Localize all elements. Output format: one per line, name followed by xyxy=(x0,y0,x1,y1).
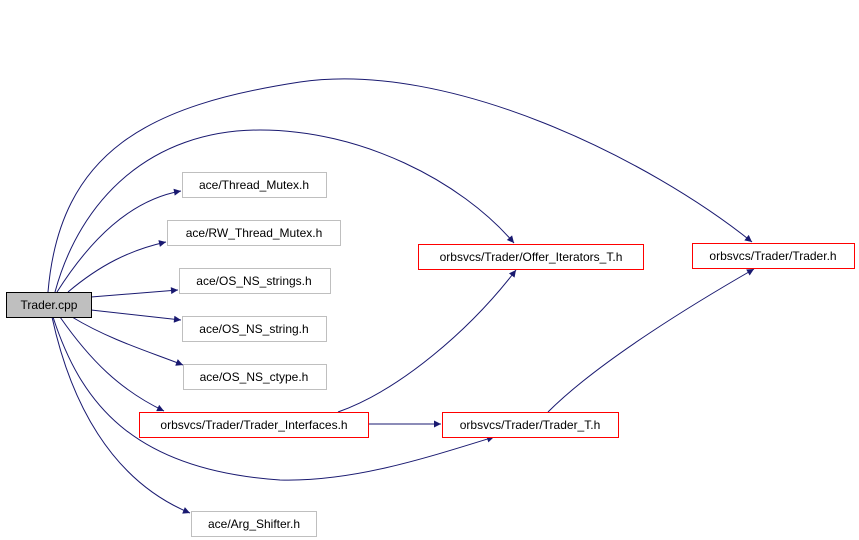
edges xyxy=(47,78,755,514)
node-label: ace/Arg_Shifter.h xyxy=(208,517,300,531)
edge-root-arg-shifter xyxy=(51,316,191,514)
node-os-ns-ctype[interactable]: ace/OS_NS_ctype.h xyxy=(183,364,327,390)
node-trader-h[interactable]: orbsvcs/Trader/Trader.h xyxy=(692,243,855,269)
edge-root-os-ns-string xyxy=(90,309,182,323)
edge-root-rw-thread-mutex xyxy=(67,240,167,293)
edge-root-offer-iterators xyxy=(54,129,515,293)
node-label: orbsvcs/Trader/Trader_T.h xyxy=(460,418,601,432)
edge-root-thread-mutex xyxy=(56,188,182,293)
node-trader-t[interactable]: orbsvcs/Trader/Trader_T.h xyxy=(442,412,619,438)
node-label: orbsvcs/Trader/Offer_Iterators_T.h xyxy=(440,250,623,264)
node-label: ace/OS_NS_strings.h xyxy=(196,274,311,288)
edge-root-os-ns-strings xyxy=(90,287,179,298)
node-trader-interfaces[interactable]: orbsvcs/Trader/Trader_Interfaces.h xyxy=(139,412,369,438)
edge-trader-t-trader-h xyxy=(547,268,755,413)
node-label: ace/Thread_Mutex.h xyxy=(199,178,309,192)
node-label: ace/OS_NS_string.h xyxy=(199,322,308,336)
edge-root-trader-interfaces xyxy=(59,316,165,412)
node-label: ace/RW_Thread_Mutex.h xyxy=(186,226,323,240)
edge-root-trader-h xyxy=(47,78,753,293)
edge-interfaces-offer-iterators xyxy=(337,269,517,413)
node-offer-iterators[interactable]: orbsvcs/Trader/Offer_Iterators_T.h xyxy=(418,244,644,270)
edge-root-os-ns-ctype xyxy=(71,316,184,366)
node-label: orbsvcs/Trader/Trader_Interfaces.h xyxy=(160,418,347,432)
edge-root-trader-t xyxy=(52,316,495,481)
node-os-ns-string[interactable]: ace/OS_NS_string.h xyxy=(182,316,327,342)
node-os-ns-strings[interactable]: ace/OS_NS_strings.h xyxy=(179,268,331,294)
node-trader-cpp[interactable]: Trader.cpp xyxy=(6,292,92,318)
node-rw-thread-mutex[interactable]: ace/RW_Thread_Mutex.h xyxy=(167,220,341,246)
node-label: Trader.cpp xyxy=(21,298,78,312)
node-thread-mutex[interactable]: ace/Thread_Mutex.h xyxy=(182,172,327,198)
node-arg-shifter[interactable]: ace/Arg_Shifter.h xyxy=(191,511,317,537)
node-label: orbsvcs/Trader/Trader.h xyxy=(709,249,836,263)
node-label: ace/OS_NS_ctype.h xyxy=(200,370,309,384)
